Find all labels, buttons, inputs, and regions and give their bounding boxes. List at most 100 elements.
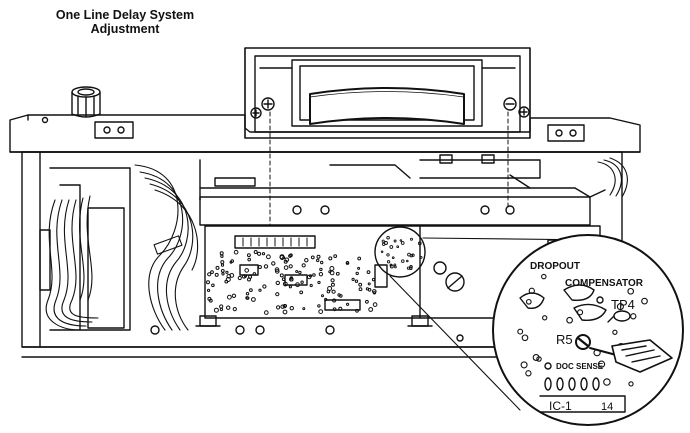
solder-pad <box>396 245 400 249</box>
page-title: One Line Delay System Adjustment <box>40 8 210 36</box>
solder-pad <box>257 265 262 269</box>
solder-pad <box>328 270 332 274</box>
solder-pad <box>536 356 542 362</box>
solder-pad <box>249 288 253 293</box>
mount-bracket-left <box>94 121 134 139</box>
label-tp4: TP4 <box>611 297 635 312</box>
solder-pad <box>525 370 532 377</box>
solder-pad <box>335 271 340 276</box>
solder-pad <box>213 307 219 313</box>
solder-pad <box>330 278 335 283</box>
solder-pad <box>253 250 258 254</box>
solder-pad <box>616 303 624 311</box>
solder-pad <box>279 273 284 278</box>
solder-pad <box>380 250 384 254</box>
solder-pad <box>224 279 229 284</box>
solder-pad <box>320 260 324 265</box>
solder-pad <box>310 255 315 260</box>
solder-pad <box>365 287 369 291</box>
solder-pad <box>566 316 573 324</box>
solder-pad <box>399 239 403 242</box>
solder-pad <box>324 297 328 302</box>
solder-pad <box>318 272 324 277</box>
solder-pad <box>245 296 249 300</box>
solder-pad <box>227 294 232 300</box>
solder-pad <box>321 294 324 298</box>
solder-pad <box>357 266 361 270</box>
wire-harness-center <box>134 164 199 331</box>
solder-pad <box>331 289 336 294</box>
solder-pad <box>244 274 247 278</box>
solder-pad <box>295 270 299 273</box>
solder-pad <box>393 263 397 267</box>
solder-pad <box>271 261 276 266</box>
solder-pad <box>394 265 397 269</box>
solder-pad <box>327 286 333 291</box>
solder-pad <box>346 302 350 306</box>
solder-pad <box>382 242 386 246</box>
shelf-bracket <box>199 187 606 226</box>
solder-pad <box>279 254 285 260</box>
mount-bracket-right <box>547 124 585 142</box>
solder-pad <box>407 252 411 257</box>
solder-pad <box>244 268 249 273</box>
solder-pad <box>406 259 409 263</box>
solder-pad <box>301 263 306 268</box>
solder-pad <box>389 264 394 269</box>
solder-pad <box>332 298 337 303</box>
solder-pad <box>400 241 405 245</box>
solder-pad <box>282 281 288 287</box>
label-r5: R5 <box>556 332 573 347</box>
label-dropout: DROPOUT <box>530 261 580 272</box>
solder-pad <box>207 288 211 292</box>
solder-pad <box>532 354 540 361</box>
adjustment-knob <box>71 86 101 118</box>
left-side-bracket <box>39 167 131 331</box>
solder-pad <box>295 282 300 288</box>
solder-pad <box>358 287 363 292</box>
solder-pad <box>411 253 415 257</box>
solder-pad <box>230 259 234 263</box>
circuit-board <box>204 225 421 319</box>
solder-pad <box>215 265 220 270</box>
solder-pad <box>309 283 313 288</box>
solder-pad <box>386 260 391 264</box>
delay-line-screw-left <box>250 97 275 119</box>
solder-pad <box>371 277 376 282</box>
solder-pad <box>283 304 287 308</box>
solder-pad <box>627 287 635 295</box>
solder-pad <box>251 297 256 302</box>
small-screw <box>41 116 49 124</box>
solder-pad <box>386 235 390 240</box>
solder-pad <box>319 267 323 272</box>
solder-pad <box>288 264 293 269</box>
solder-pad <box>298 270 302 275</box>
solder-pad <box>281 277 286 282</box>
solder-pad <box>226 273 232 279</box>
label-doc-sense: DOC SENSE <box>556 362 604 371</box>
chassis-feet <box>150 315 464 342</box>
solder-pad <box>317 280 321 285</box>
solder-pad <box>304 258 309 263</box>
solder-pad <box>316 254 321 259</box>
delay-line-unit <box>244 47 531 139</box>
solder-pad <box>275 292 280 297</box>
solder-pad <box>316 258 320 263</box>
title-line-1: One Line Delay System <box>55 8 195 22</box>
solder-pad <box>221 272 225 276</box>
solder-pad <box>258 288 262 292</box>
solder-pad <box>226 305 231 310</box>
solder-pad <box>252 272 257 276</box>
solder-pad <box>233 249 239 255</box>
solder-pad <box>317 304 321 308</box>
solder-pad <box>357 256 362 261</box>
solder-pad <box>409 266 413 270</box>
solder-pad <box>214 272 219 277</box>
solder-pad <box>231 293 237 298</box>
solder-pad <box>274 267 280 272</box>
solder-pad <box>210 270 214 275</box>
solder-pad <box>219 251 224 256</box>
solder-pad <box>541 273 547 280</box>
solder-pad <box>603 378 611 386</box>
